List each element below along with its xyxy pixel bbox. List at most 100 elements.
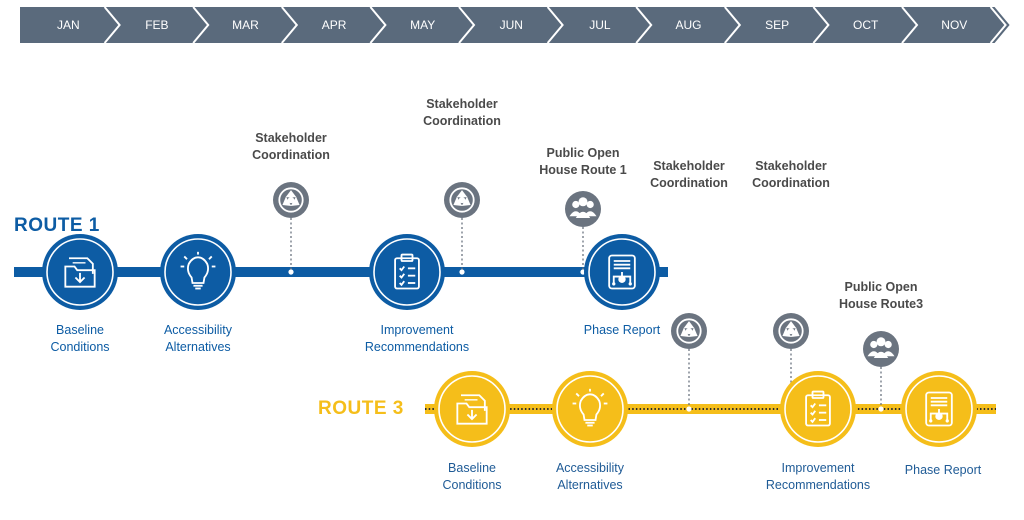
- milestone-ring: [46, 238, 114, 306]
- month-separator: [724, 6, 742, 44]
- route1-event-label-1-line: Coordination: [252, 148, 330, 162]
- route1-event-label-3-line: House Route 1: [539, 163, 627, 177]
- route1-event-2: [444, 182, 480, 275]
- month-label-aug: AUG: [675, 18, 702, 32]
- route1-milestone-label-1-line: Conditions: [50, 340, 110, 354]
- milestone-ring: [905, 375, 973, 443]
- route1-milestone-label-4: Phase Report: [584, 322, 660, 339]
- route1-milestone-4: [584, 234, 660, 310]
- milestone-circle: [552, 371, 628, 447]
- milestone-ring: [784, 375, 852, 443]
- route3-milestone-label-3-line: Recommendations: [765, 478, 871, 492]
- route3-milestone-3: [780, 371, 856, 447]
- milestone-ring: [556, 375, 624, 443]
- month-separator: [546, 6, 564, 44]
- event-icon-bg: [863, 331, 899, 367]
- route3-milestone-label-2-line: Alternatives: [557, 478, 623, 492]
- event-dot: [459, 269, 465, 275]
- month-separator: [281, 6, 299, 44]
- event-dot: [878, 406, 884, 412]
- month-label-jun: JUN: [499, 18, 523, 32]
- milestone-ring: [164, 238, 232, 306]
- route3-event-1: [671, 313, 707, 412]
- route1-track: [14, 182, 668, 310]
- milestone-circle: [780, 371, 856, 447]
- route1-milestone-2: [160, 234, 236, 310]
- month-separator: [989, 6, 1007, 44]
- event-dot: [686, 406, 692, 412]
- route3-milestone-label-1-line: Baseline: [448, 461, 496, 475]
- route3-event-label-2-line: Coordination: [752, 176, 830, 190]
- route3-event-label-2-line: Stakeholder: [755, 159, 827, 173]
- route3-event-3: [863, 331, 899, 412]
- route1-bar: [14, 267, 668, 277]
- month-label-jul: JUL: [589, 18, 611, 32]
- month-separator: [103, 6, 121, 44]
- route1-event-label-3-line: Public Open: [546, 146, 620, 160]
- route3-milestone-label-3-line: Improvement: [781, 461, 855, 475]
- route1-milestone-label-4-line: Phase Report: [583, 323, 661, 337]
- month-bar: [20, 6, 1010, 44]
- milestone-circle: [42, 234, 118, 310]
- event-icon-bg: [565, 191, 601, 227]
- route3-event-label-1-line: Stakeholder: [653, 159, 725, 173]
- milestone-ring: [373, 238, 441, 306]
- month-label-nov: NOV: [941, 18, 968, 32]
- route3-milestone-1: [434, 371, 510, 447]
- route1-event-label-2-line: Stakeholder: [426, 97, 498, 111]
- month-separator: [458, 6, 476, 44]
- month-bar-bg: [20, 7, 1010, 43]
- event-dot: [288, 269, 294, 275]
- month-label-may: MAY: [410, 18, 436, 32]
- route3-milestone-label-1-line: Conditions: [442, 478, 502, 492]
- route3-milestone-2: [552, 371, 628, 447]
- month-separator: [812, 6, 830, 44]
- route3-title: ROUTE 3: [318, 398, 404, 419]
- route1-milestone-label-3-line: Recommendations: [364, 340, 470, 354]
- milestone-circle: [160, 234, 236, 310]
- route3-event-label-3-line: House Route3: [838, 297, 924, 311]
- month-label-mar: MAR: [232, 18, 259, 32]
- month-label-feb: FEB: [145, 18, 169, 32]
- route1-event-1: [273, 182, 309, 275]
- milestone-circle: [434, 371, 510, 447]
- route3-milestone-label-4: Phase Report: [905, 462, 981, 479]
- route1-title: ROUTE 1: [14, 215, 100, 236]
- milestone-ring: [588, 238, 656, 306]
- route1-milestone-1: [42, 234, 118, 310]
- milestone-circle: [369, 234, 445, 310]
- month-separator: [635, 6, 653, 44]
- month-separator: [901, 6, 919, 44]
- route3-milestone-4: [901, 371, 977, 447]
- route3-milestone-label-4-line: Phase Report: [904, 463, 982, 477]
- month-label-sep: SEP: [765, 18, 790, 32]
- milestone-ring: [438, 375, 506, 443]
- month-separator: [192, 6, 210, 44]
- route1-milestone-label-2-line: Accessibility: [163, 323, 233, 337]
- route3-milestone-label-2-line: Accessibility: [555, 461, 625, 475]
- month-label-jan: JAN: [56, 18, 80, 32]
- route1-event-label-2-line: Coordination: [423, 114, 501, 128]
- route3-track: [425, 313, 996, 447]
- month-label-apr: APR: [321, 18, 347, 32]
- route3-event-label-1-line: Coordination: [650, 176, 728, 190]
- month-separator: [369, 6, 387, 44]
- route1-milestone-label-3-line: Improvement: [380, 323, 454, 337]
- route1-milestone-label-1-line: Baseline: [56, 323, 104, 337]
- route1-milestone-3: [369, 234, 445, 310]
- route3-event-label-3-line: Public Open: [844, 280, 918, 294]
- route1-event-label-1-line: Stakeholder: [255, 131, 327, 145]
